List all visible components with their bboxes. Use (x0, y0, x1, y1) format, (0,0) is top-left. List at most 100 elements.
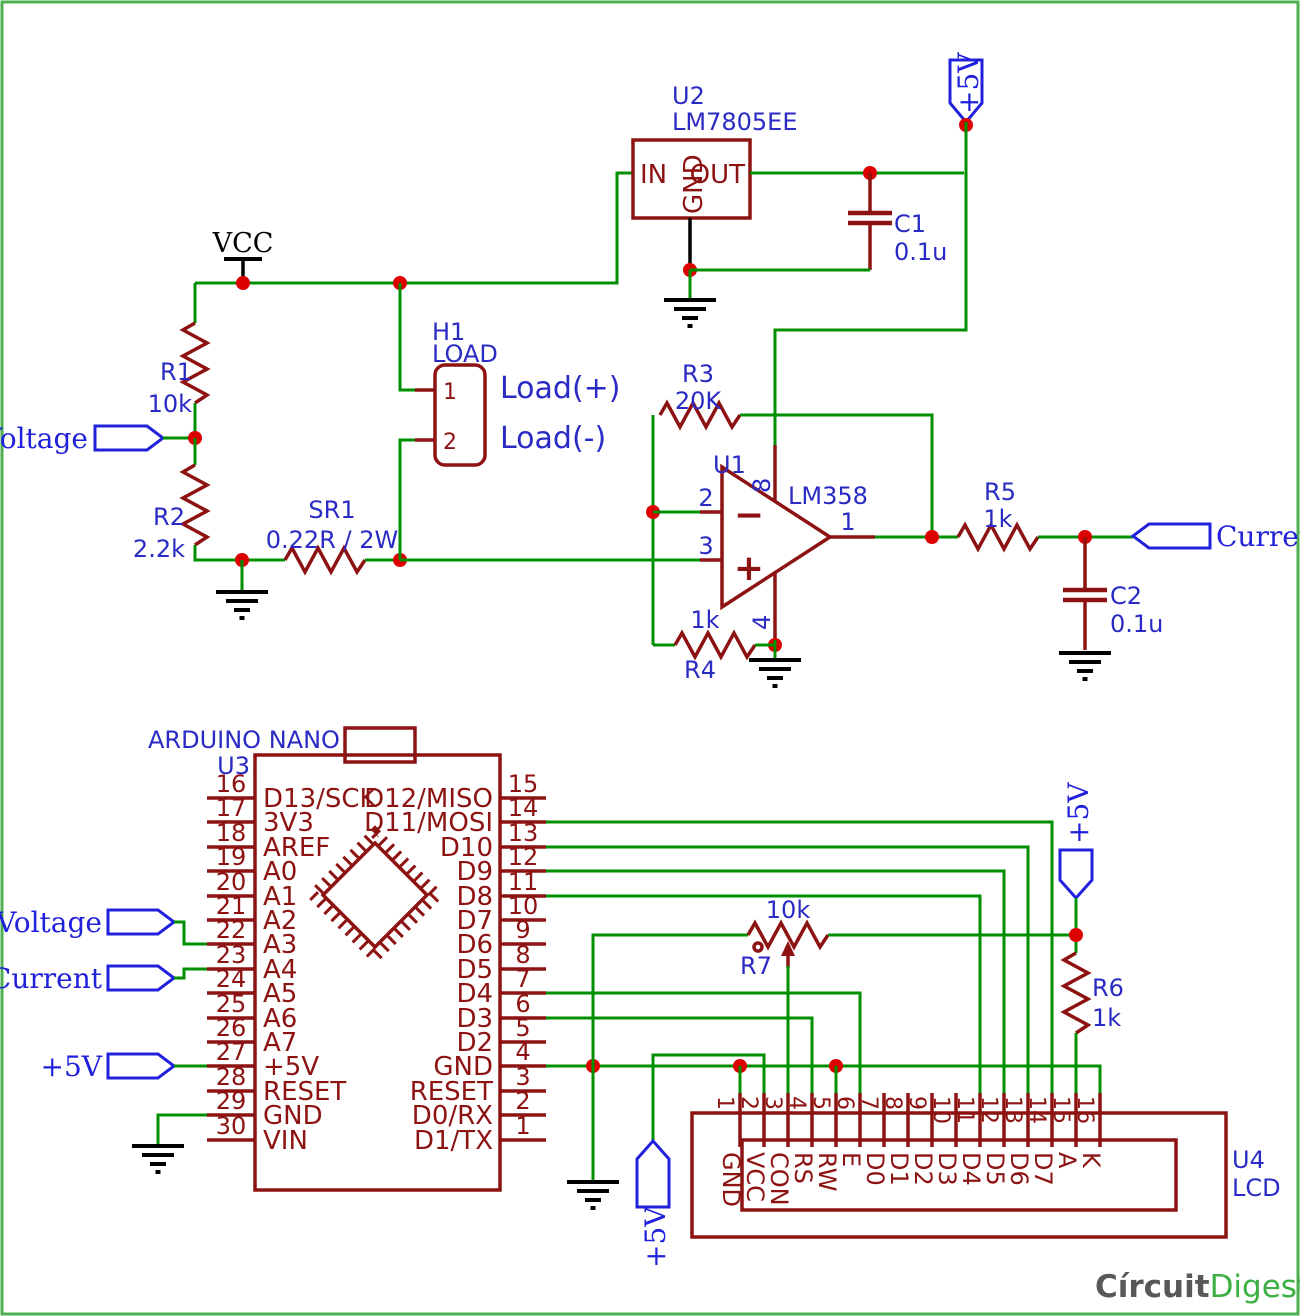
output-filter: R5 1k C2 0.1u Current (956, 478, 1300, 681)
circuitdigest-logo: CírcuitDigest (1095, 1269, 1300, 1305)
svg-text:10: 10 (928, 1096, 953, 1124)
shunt-sr1: SR1 0.22R / 2W (266, 496, 407, 574)
r6-ref: R6 (1092, 974, 1124, 1002)
svg-text:10: 10 (508, 892, 539, 920)
vcc-label: VCC (212, 228, 274, 259)
vcc-rail: VCC (195, 171, 633, 290)
flag-5v-top-label: +5V (952, 52, 985, 114)
c2-value: 0.1u (1110, 610, 1163, 638)
svg-text:11: 11 (508, 868, 539, 896)
svg-text:A0: A0 (263, 857, 297, 887)
svg-text:9: 9 (904, 1096, 929, 1110)
svg-text:12: 12 (508, 843, 539, 871)
svg-text:RS: RS (789, 1152, 817, 1184)
ground-rail (546, 1059, 1102, 1210)
svg-text:D6: D6 (1005, 1152, 1033, 1186)
arduino-u3: ARDUINO NANO U3 (148, 726, 502, 1192)
ground-c2 (1057, 651, 1113, 681)
svg-text:A4: A4 (263, 955, 297, 985)
load-neg-label: Load(-) (500, 421, 606, 456)
c1-ref: C1 (894, 210, 926, 238)
svg-text:VCC: VCC (741, 1152, 769, 1202)
ground-u2 (662, 298, 718, 328)
svg-text:D10: D10 (440, 833, 493, 863)
supply-flag-lcd: +5V (635, 1053, 766, 1268)
opamp-plus-sign: + (734, 548, 764, 589)
svg-text:1: 1 (515, 1112, 530, 1140)
svg-text:E: E (837, 1152, 865, 1167)
lcd-pin: 6E (832, 1093, 865, 1167)
svg-text:18: 18 (216, 819, 247, 847)
wiper-arrow-icon (781, 941, 795, 956)
svg-text:2: 2 (736, 1096, 761, 1110)
svg-text:A2: A2 (263, 906, 297, 936)
svg-text:7: 7 (515, 965, 530, 993)
svg-text:D1: D1 (885, 1152, 913, 1186)
arduino-title: ARDUINO NANO (148, 726, 340, 754)
svg-text:A6: A6 (263, 1004, 297, 1034)
u1-pin3-num: 3 (698, 532, 713, 560)
current-flag-label: Current (1216, 520, 1300, 553)
u2-value: LM7805EE (672, 108, 797, 136)
svg-text:22: 22 (216, 916, 247, 944)
svg-text:7: 7 (856, 1096, 881, 1110)
ground-divider (214, 590, 270, 620)
pin-row: 27+5V (207, 1038, 319, 1082)
resistor-r6: R6 1k (1062, 951, 1124, 1093)
u4-ref: U4 (1232, 1146, 1265, 1174)
pin-row: 2D0/RX (412, 1087, 546, 1131)
svg-text:16: 16 (1072, 1096, 1097, 1124)
svg-text:28: 28 (216, 1063, 247, 1091)
r4-value: 1k (690, 606, 719, 634)
svg-text:GND: GND (717, 1152, 745, 1207)
svg-text:D7: D7 (1029, 1152, 1057, 1186)
lcd-pin: 5RW (808, 1093, 841, 1191)
pin-row: 1D1/TX (414, 1112, 546, 1156)
svg-text:K: K (1077, 1152, 1105, 1169)
r5-value: 1k (983, 505, 1012, 533)
svg-text:14: 14 (508, 794, 539, 822)
u3-ref: U3 (217, 752, 250, 780)
svg-text:D0/RX: D0/RX (412, 1101, 493, 1131)
svg-text:16: 16 (216, 770, 247, 798)
svg-text:+5V: +5V (263, 1052, 319, 1082)
svg-text:D2: D2 (456, 1028, 493, 1058)
svg-text:RW: RW (813, 1152, 841, 1191)
sr1-value: 0.22R / 2W (266, 526, 398, 554)
svg-text:4: 4 (515, 1038, 530, 1066)
lcd-pin: 8D1 (880, 1093, 913, 1186)
svg-text:D6: D6 (456, 930, 493, 960)
r5-ref: R5 (984, 478, 1016, 506)
svg-text:GND: GND (263, 1101, 323, 1131)
svg-text:A: A (1053, 1152, 1081, 1169)
lcd-pin: 16K (1072, 1093, 1105, 1169)
svg-text:15: 15 (1048, 1096, 1073, 1124)
svg-text:D13/SCK: D13/SCK (263, 784, 378, 814)
resistor-r1: R1 10k (148, 283, 209, 438)
potentiometer-r7: 10k R7 (591, 896, 1076, 1093)
svg-text:D7: D7 (456, 906, 493, 936)
svg-text:14: 14 (1024, 1096, 1049, 1124)
svg-text:24: 24 (216, 965, 247, 993)
lcd-pin: 7D0 (856, 1093, 889, 1186)
voltage-flag-top: Voltage (0, 422, 202, 455)
svg-text:29: 29 (216, 1087, 247, 1115)
